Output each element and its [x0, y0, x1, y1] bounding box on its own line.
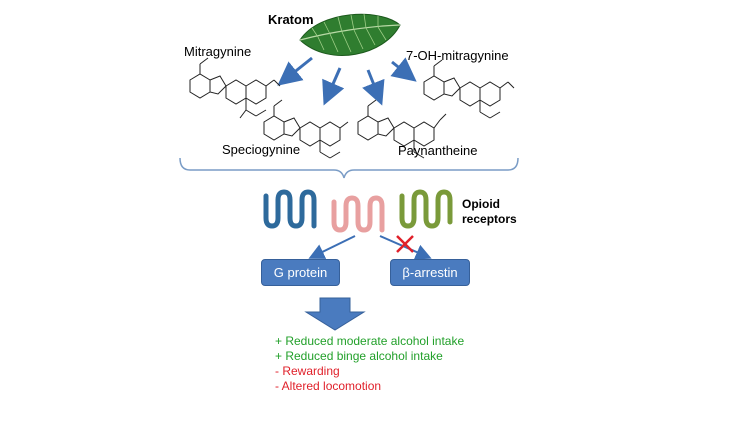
opioid-receptors-line1: Opioid: [462, 197, 500, 211]
molecule-paynantheine: [357, 99, 447, 159]
grouping-brace: [179, 157, 519, 179]
paynantheine-label: Paynantheine: [398, 143, 478, 158]
kratom-label: Kratom: [268, 12, 314, 27]
receptor-blue: [263, 189, 317, 229]
outcome-1: + Reduced moderate alcohol intake: [275, 334, 465, 348]
big-down-arrow: [304, 297, 366, 331]
leaf-arrows: [277, 56, 417, 106]
outcome-4: - Altered locomotion: [275, 379, 382, 393]
beta-arrestin-box: β-arrestin: [390, 259, 470, 286]
g-protein-box: G protein: [261, 259, 340, 286]
mitragynine-label: Mitragynine: [184, 44, 252, 59]
receptor-green: [399, 189, 453, 229]
outcome-2: + Reduced binge alcohol intake: [275, 349, 443, 363]
cross-icon: [396, 235, 414, 253]
molecule-speciogynine: [263, 99, 349, 159]
opioid-receptors-line2: receptors: [462, 212, 517, 226]
receptor-pink: [331, 195, 385, 233]
oh-mitragynine-label: 7-OH-mitragynine: [406, 48, 509, 63]
molecule-7-oh-mitragynine: [423, 59, 515, 119]
leaf-icon: [299, 13, 401, 56]
opioid-receptors-label: Opioid receptors: [462, 197, 517, 227]
outcome-3: - Rewarding: [275, 364, 340, 378]
molecule-mitragynine: [189, 57, 281, 119]
speciogynine-label: Speciogynine: [222, 142, 301, 157]
